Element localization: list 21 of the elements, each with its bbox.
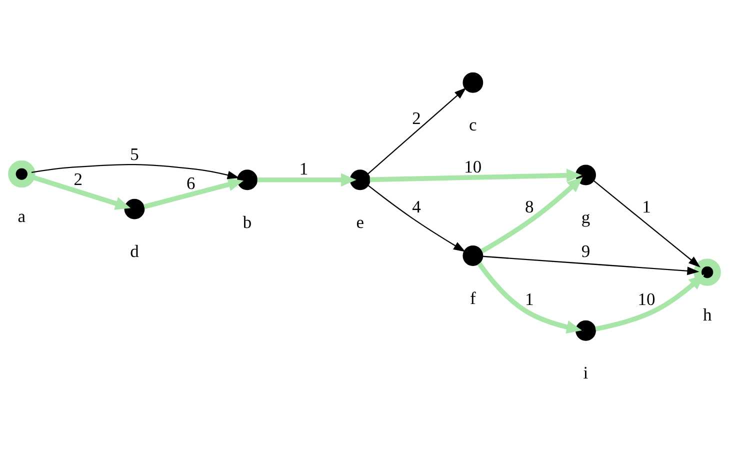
- node-label: b: [242, 211, 252, 232]
- node-label: f: [470, 287, 476, 308]
- edge-label: 4: [412, 196, 421, 216]
- edge-label: 8: [524, 196, 534, 216]
- node-label: h: [702, 304, 712, 324]
- edge-label: 9: [581, 240, 590, 261]
- edge-label: 1: [524, 288, 534, 308]
- node-label: e: [356, 211, 364, 232]
- edge-label: 6: [186, 172, 196, 193]
- node-label: a: [18, 206, 26, 226]
- edge-label: 1: [299, 158, 308, 178]
- node-label: i: [583, 362, 588, 382]
- edge-label: 10: [638, 288, 656, 308]
- edge-label: 10: [464, 156, 482, 176]
- edge-label: 5: [130, 143, 139, 164]
- edge-label: 1: [642, 196, 651, 216]
- edge-label: 2: [74, 168, 82, 189]
- node-label: g: [581, 206, 590, 227]
- edge-label: 2: [412, 107, 421, 128]
- node-label: d: [130, 240, 139, 261]
- node-label: c: [469, 114, 477, 134]
